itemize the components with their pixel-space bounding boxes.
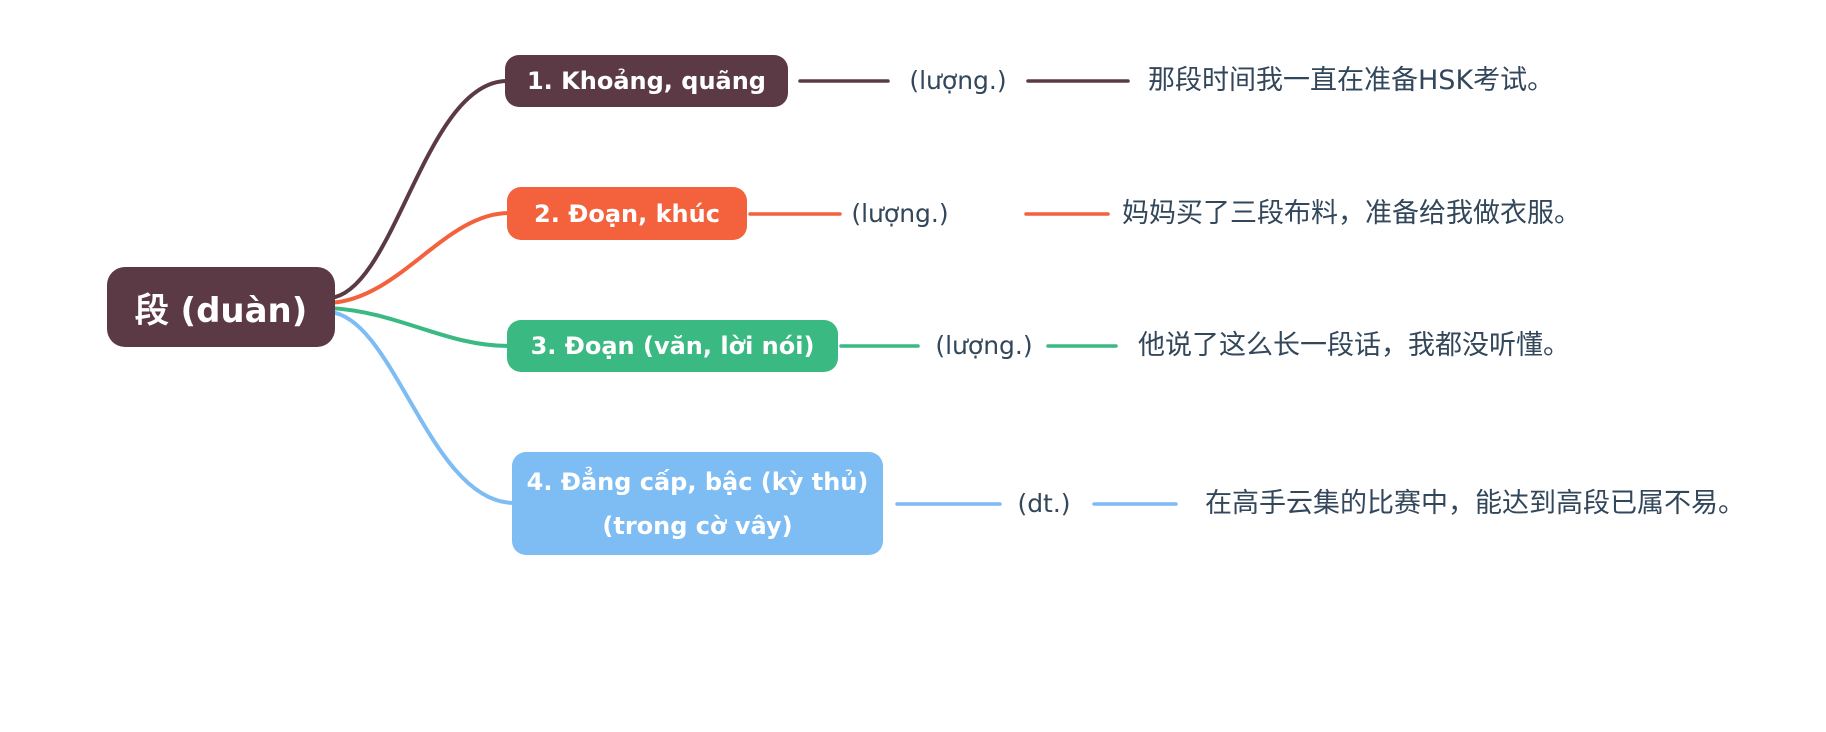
branch-node-1[interactable]: 1. Khoảng, quãng xyxy=(505,55,788,107)
pos-label-1: (lượng.) xyxy=(909,66,1007,95)
branch-label-2: 2. Đoạn, khúc xyxy=(534,199,720,228)
curve-branch-3 xyxy=(328,306,511,348)
branch-label-1: 1. Khoảng, quãng xyxy=(526,67,766,95)
branch-label-4-line-1: 4. Đẳng cấp, bậc (kỳ thủ) xyxy=(526,467,869,496)
branch-node-2[interactable]: 2. Đoạn, khúc xyxy=(507,187,747,240)
pos-label-3: (lượng.) xyxy=(935,331,1033,360)
branch-node-4[interactable]: 4. Đẳng cấp, bậc (kỳ thủ) (trong cờ vây) xyxy=(512,452,883,555)
branch-node-3[interactable]: 3. Đoạn (văn, lời nói) xyxy=(507,320,838,372)
curve-branch-4 xyxy=(328,310,516,505)
example-sentence-2: 妈妈买了三段布料，准备给我做衣服。 xyxy=(1122,198,1581,229)
curve-branch-2 xyxy=(328,211,511,305)
example-sentence-4: 在高手云集的比赛中，能达到高段已属不易。 xyxy=(1205,488,1745,519)
pos-label-4: (dt.) xyxy=(1017,489,1071,518)
pos-label-2: (lượng.) xyxy=(851,199,949,228)
curve-branch-1 xyxy=(328,79,509,300)
branch-label-3: 3. Đoạn (văn, lời nói) xyxy=(530,332,815,360)
root-label: 段 (duàn) xyxy=(134,290,308,331)
example-sentence-1: 那段时间我一直在准备HSK考试。 xyxy=(1148,65,1555,96)
example-sentence-3: 他说了这么长一段话，我都没听懂。 xyxy=(1138,330,1570,361)
branch-label-4-line-2: (trong cờ vây) xyxy=(602,511,793,540)
root-node[interactable]: 段 (duàn) xyxy=(107,267,335,347)
